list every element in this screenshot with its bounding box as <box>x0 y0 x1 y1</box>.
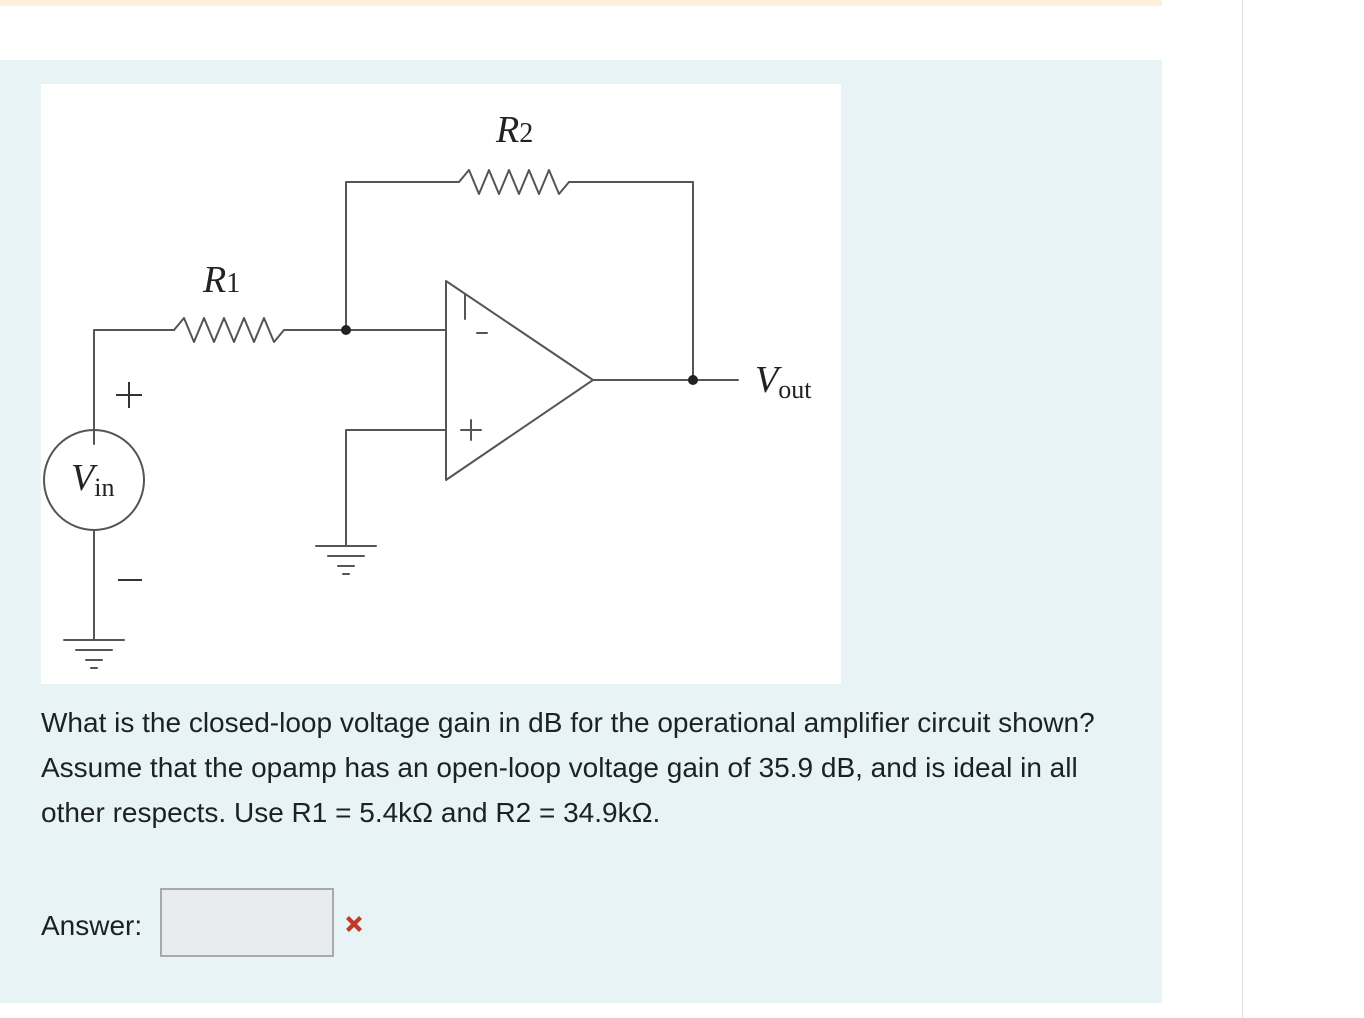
previous-question-strip <box>0 0 1162 6</box>
circuit-diagram: R2 R1 Vout Vin <box>41 84 841 684</box>
r1-label: R1 <box>202 259 240 301</box>
vin-label: Vin <box>71 457 114 502</box>
circuit-svg: R2 R1 Vout Vin <box>43 109 812 669</box>
feedback-wire-left <box>345 181 460 331</box>
input-wire <box>93 329 175 445</box>
r2-label: R2 <box>495 109 533 151</box>
vout-label: Vout <box>755 359 812 404</box>
page-divider <box>1242 0 1243 1018</box>
question-text: What is the closed-loop voltage gain in … <box>41 707 1095 828</box>
answer-input[interactable] <box>160 888 334 957</box>
feedback-wire-right <box>568 181 694 381</box>
r2-resistor <box>458 169 570 195</box>
answer-label: Answer: <box>41 910 143 941</box>
opamp-triangle <box>445 280 594 481</box>
inverting-node-dot <box>341 325 351 335</box>
r1-resistor <box>173 317 285 343</box>
question-card: R2 R1 Vout Vin What is the closed-loop v… <box>0 60 1162 1003</box>
incorrect-cross-icon <box>346 916 362 932</box>
noninverting-input-wire <box>345 429 447 547</box>
output-node-dot <box>688 375 698 385</box>
